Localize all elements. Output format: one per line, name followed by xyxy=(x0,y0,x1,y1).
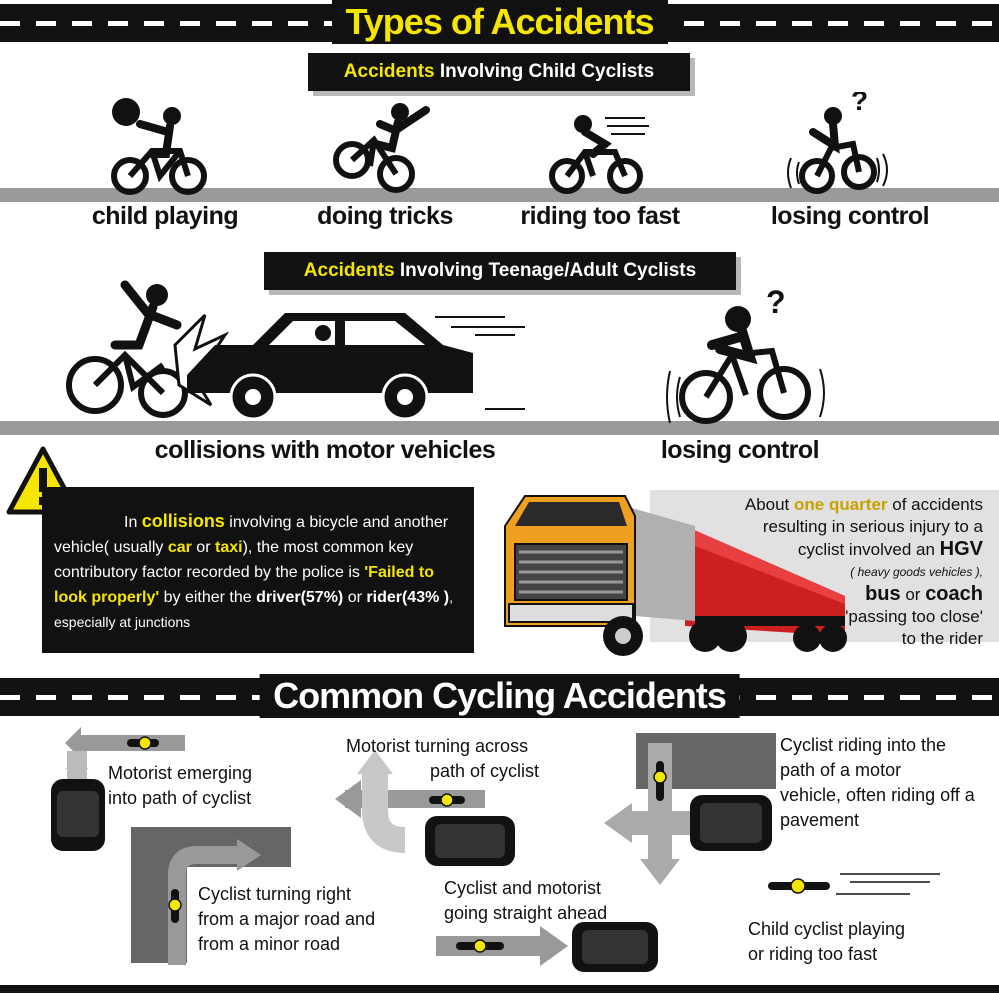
warning-info-box: In collisions involving a bicycle and an… xyxy=(42,487,474,653)
riding-too-fast-icon xyxy=(549,115,649,194)
page-title: Types of Accidents xyxy=(331,0,668,44)
caption-child-playing: child playing xyxy=(91,202,239,230)
child-cyclist-diagram xyxy=(768,873,940,895)
caption-losing-control-child: losing control xyxy=(770,202,930,230)
child-playing-icon xyxy=(111,98,207,195)
hgv-info-text: About one quarter of accidents resulting… xyxy=(744,495,983,648)
caption-riding-too-fast: riding too fast xyxy=(520,202,680,230)
adult-accidents-banner: Accidents Involving Teenage/Adult Cyclis… xyxy=(264,252,736,290)
motorist-turning-diagram xyxy=(335,750,515,866)
collision-car-bicycle-icon xyxy=(66,280,525,421)
motorist-emerging-diagram xyxy=(51,727,185,851)
caption-collisions: collisions with motor vehicles xyxy=(154,436,496,464)
adult-road-strip xyxy=(0,421,999,435)
hgv-truck-icon xyxy=(504,495,847,656)
svg-text:?: ? xyxy=(851,92,868,116)
going-straight-diagram xyxy=(436,922,658,972)
caption-losing-control-adult: losing control xyxy=(660,436,820,464)
caption-doing-tricks: doing tricks xyxy=(317,202,453,230)
cyclist-turning-right-diagram xyxy=(131,827,291,965)
title-road-banner: Types of Accidents xyxy=(0,0,999,44)
child-road-strip xyxy=(0,188,999,202)
common-accidents-road-banner: Common Cycling Accidents xyxy=(0,674,999,718)
losing-control-child-icon: ? xyxy=(787,92,888,194)
losing-control-adult-icon: ? xyxy=(666,285,825,424)
bottom-road-sliver xyxy=(0,985,999,993)
common-accidents-title: Common Cycling Accidents xyxy=(259,674,740,718)
svg-text:?: ? xyxy=(766,285,786,320)
child-accidents-banner: Accidents Involving Child Cyclists xyxy=(308,53,690,91)
cyclist-riding-into-path-diagram xyxy=(604,733,776,885)
doing-tricks-icon xyxy=(333,103,430,193)
